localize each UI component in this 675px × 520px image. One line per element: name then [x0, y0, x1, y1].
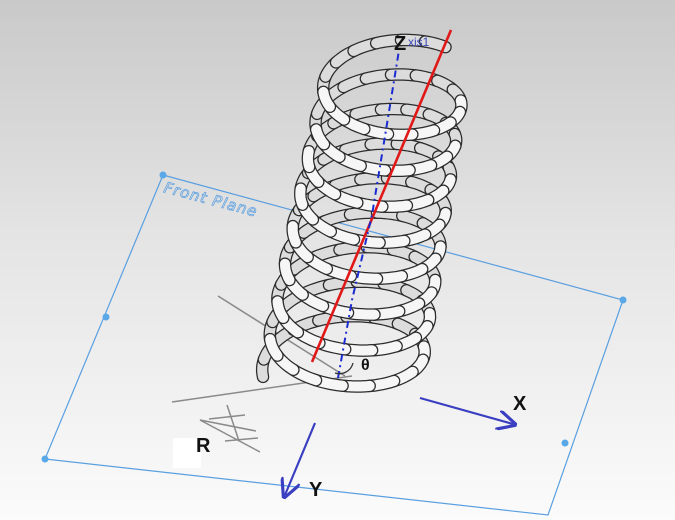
coil-segment-face	[311, 124, 329, 150]
x-axis-arrow[interactable]	[419, 396, 513, 424]
front-plane-label[interactable]: Front Plane	[162, 178, 260, 221]
coil-segment-face	[287, 221, 301, 248]
x-axis-label: X	[513, 393, 527, 415]
theta-arc	[334, 362, 354, 375]
coil-segment-face	[318, 86, 335, 112]
helical-spring[interactable]	[255, 33, 468, 393]
plane-handle[interactable]	[561, 439, 569, 447]
radius-label: R	[196, 435, 211, 457]
coil-segment-face	[302, 146, 315, 172]
y-axis-label: Y	[309, 479, 323, 501]
radius-label-bg	[173, 438, 201, 468]
z-axis-suffix: xis1	[408, 35, 430, 49]
coil-segment-face	[295, 183, 308, 210]
plane-handle[interactable]	[102, 313, 110, 321]
z-axis-line[interactable]	[337, 43, 401, 379]
coil-segment-face	[420, 36, 451, 53]
z-axis-label: Z	[394, 33, 406, 55]
y-axis-arrow[interactable]	[285, 422, 317, 495]
plane-handle[interactable]	[41, 455, 49, 463]
plane-handle[interactable]	[619, 296, 627, 304]
plane-handle[interactable]	[159, 171, 167, 179]
theta-label: θ	[361, 357, 370, 374]
center-axis-line[interactable]	[310, 29, 453, 363]
coil-segment-face	[265, 334, 283, 361]
coil-segment-face	[280, 258, 295, 286]
coil-segment-face	[272, 296, 289, 323]
